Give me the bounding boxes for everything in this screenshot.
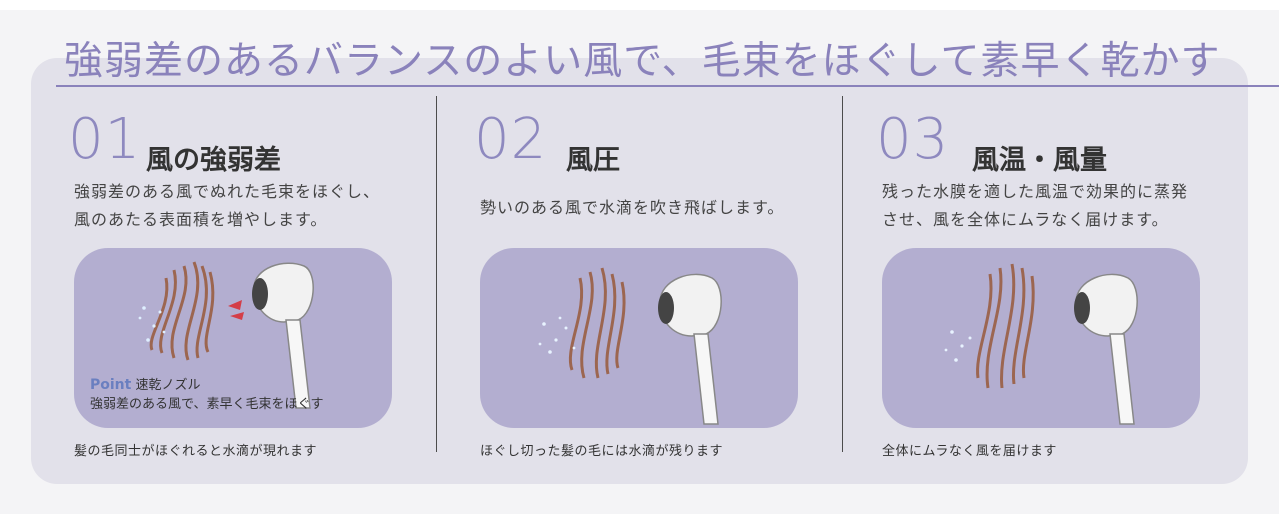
point-text: 強弱差のある風で、素早く毛束をほぐす (90, 397, 324, 412)
description-line: 強弱差のある風でぬれた毛束をほぐし、 (74, 182, 381, 201)
hair-dryer-illustration (538, 267, 722, 425)
description-line: させ、風を全体にムラなく届けます。 (882, 210, 1169, 229)
point-label: Point (90, 377, 132, 393)
feature-description: 残った水膜を適した風温で効果的に蒸発 させ、風を全体にムラなく届けます。 (882, 178, 1188, 234)
illustration-pressure (480, 248, 798, 428)
headline-underline (56, 85, 1279, 87)
feature-title: 風圧 (566, 145, 620, 176)
description-line: 風のあたる表面積を増やします。 (74, 210, 328, 229)
feature-title: 風の強弱差 (146, 145, 281, 176)
feature-title: 風温・風量 (972, 145, 1107, 176)
illustration-temperature (882, 248, 1200, 428)
headline: 強弱差のあるバランスのよい風で、毛束をほぐして素早く乾かす (64, 39, 1221, 84)
point-callout: Point 速乾ノズル 強弱差のある風で、素早く毛束をほぐす (90, 374, 323, 412)
illustration-nozzle: Point 速乾ノズル 強弱差のある風で、素早く毛束をほぐす (74, 248, 392, 428)
feature-caption: ほぐし切った髪の毛には水滴が残ります (480, 444, 724, 459)
feature-number: 03 (876, 107, 950, 172)
hair-dryer-illustration (944, 263, 1138, 425)
column-divider (436, 96, 437, 452)
feature-description: 強弱差のある風でぬれた毛束をほぐし、 風のあたる表面積を増やします。 (74, 178, 380, 234)
feature-number: 02 (474, 107, 548, 172)
feature-caption: 髪の毛同士がほぐれると水滴が現れます (74, 444, 318, 459)
point-title: 速乾ノズル (135, 378, 201, 393)
feature-description: 勢いのある風で水滴を吹き飛ばします。 (480, 194, 784, 222)
feature-caption: 全体にムラなく風を届けます (882, 444, 1057, 459)
hair-dryer-illustration (138, 261, 314, 409)
description-line: 残った水膜を適した風温で効果的に蒸発 (882, 182, 1189, 201)
column-divider (842, 96, 843, 452)
feature-column-2: 02 風圧 勢いのある風で水滴を吹き飛ばします。 ほぐし切った髪の毛には水滴が残… (474, 107, 834, 459)
feature-number: 01 (68, 107, 142, 172)
feature-column-1: 01 風の強弱差 強弱差のある風でぬれた毛束をほぐし、 風のあたる表面積を増やし… (68, 107, 428, 459)
description-line: 勢いのある風で水滴を吹き飛ばします。 (480, 198, 785, 217)
feature-column-3: 03 風温・風量 残った水膜を適した風温で効果的に蒸発 させ、風を全体にムラなく… (876, 107, 1236, 459)
